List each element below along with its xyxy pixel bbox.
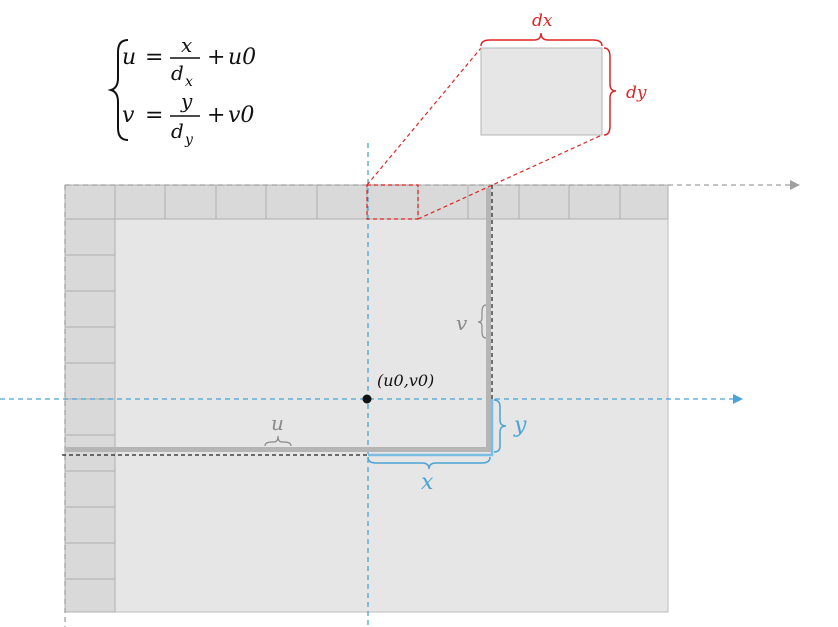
eq1-plus: +	[207, 45, 225, 70]
u-label: u	[271, 411, 284, 435]
dx-brace	[480, 32, 603, 47]
zoomed-pixel	[480, 47, 603, 136]
u-measure-bar	[65, 447, 491, 452]
eq2-v0: v0	[228, 103, 254, 128]
dx-label: dx	[532, 11, 553, 31]
eq2-denominator-d: d	[171, 119, 184, 143]
eq1-lhs: u	[122, 45, 136, 70]
zoom-line-bottom	[417, 134, 603, 220]
left-ruler-ticks	[65, 254, 115, 580]
eq2-equals: =	[145, 103, 163, 128]
y-brace	[493, 399, 507, 453]
eq2-denominator-sub: y	[184, 132, 194, 148]
eq1-u0: u0	[228, 45, 256, 70]
x-brace	[367, 456, 491, 470]
eq2-numerator: y	[180, 89, 193, 113]
principal-point-label: (u0,v0)	[377, 371, 434, 390]
image-u-axis	[65, 180, 800, 190]
zoom-line-top	[366, 47, 482, 186]
camera-x-axis	[0, 394, 743, 404]
eq1-denominator-d: d	[171, 61, 184, 85]
v-label: v	[456, 311, 468, 335]
y-label: y	[513, 413, 527, 438]
left-pixel-ruler	[64, 218, 116, 613]
equation-system: u = x d x + u0 v = y d y + v0	[107, 33, 256, 148]
dy-brace	[603, 47, 617, 136]
x-label: x	[421, 470, 434, 495]
eq1-equals: =	[145, 45, 163, 70]
dy-label: dy	[626, 83, 647, 103]
u-axis-arrowhead	[790, 180, 800, 190]
x-axis-arrowhead	[733, 394, 743, 404]
left-curly-brace	[107, 39, 129, 141]
xy-measure-path	[368, 399, 494, 457]
eq1-numerator: x	[181, 33, 192, 57]
v-brace	[477, 304, 487, 339]
eq1-denominator-sub: x	[185, 74, 193, 90]
eq2-plus: +	[207, 103, 225, 128]
eq2-lhs: v	[122, 103, 135, 128]
principal-point	[362, 394, 372, 404]
u-brace	[264, 435, 292, 447]
v-measure-bar	[486, 188, 491, 452]
